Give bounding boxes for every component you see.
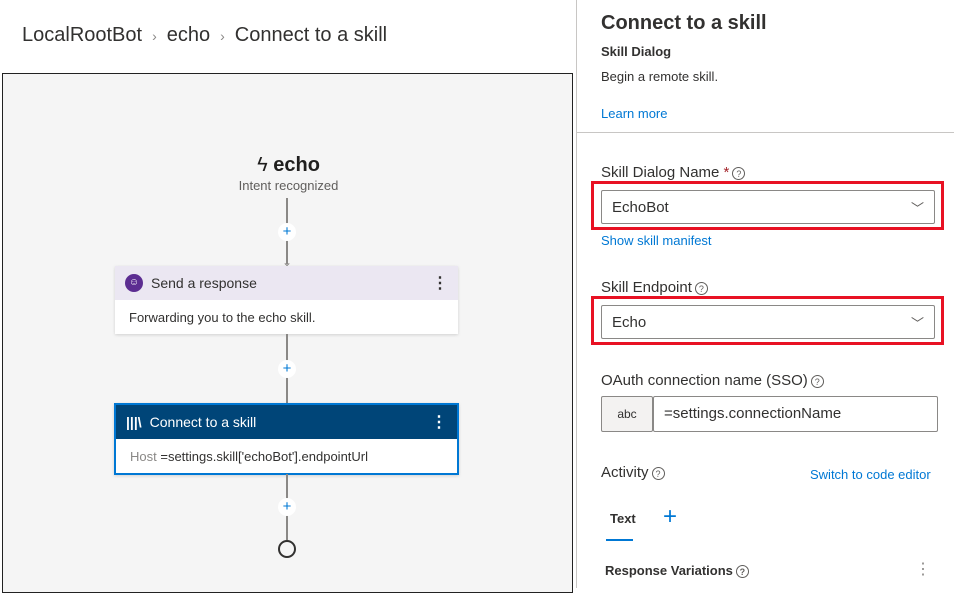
- add-node-button[interactable]: +: [278, 223, 296, 241]
- learn-more-link[interactable]: Learn more: [601, 106, 668, 121]
- add-node-button[interactable]: +: [278, 498, 296, 516]
- skill-endpoint-dropdown[interactable]: Echo﹀: [601, 305, 935, 339]
- activity-label: Activity?: [601, 464, 665, 481]
- bot-icon: ☺: [125, 274, 143, 292]
- show-skill-manifest-link[interactable]: Show skill manifest: [601, 233, 712, 248]
- help-icon[interactable]: ?: [732, 166, 746, 180]
- node-title: Connect to a skill: [149, 414, 257, 430]
- send-response-node[interactable]: ☺ Send a response ⋮ Forwarding you to th…: [115, 266, 458, 334]
- trigger-node[interactable]: ϟ echo Intent recognized: [3, 154, 574, 193]
- add-node-button[interactable]: +: [278, 360, 296, 378]
- breadcrumb-item[interactable]: echo: [166, 24, 211, 46]
- type-badge[interactable]: abc: [601, 396, 653, 432]
- highlight-box: [591, 296, 944, 345]
- node-body: Forwarding you to the echo skill.: [129, 309, 316, 325]
- breadcrumb-item[interactable]: LocalRootBot: [22, 24, 143, 46]
- help-icon[interactable]: ?: [735, 565, 749, 579]
- divider: [577, 132, 954, 133]
- skill-dialog-name-dropdown[interactable]: EchoBot﹀: [601, 190, 935, 224]
- chevron-right-icon: ›: [220, 27, 225, 44]
- panel-title: Connect to a skill: [601, 12, 767, 34]
- trigger-subtitle: Intent recognized: [238, 178, 339, 193]
- panel-subtitle: Skill Dialog: [601, 44, 672, 59]
- help-icon[interactable]: ?: [651, 466, 665, 480]
- lightning-icon: ϟ: [257, 154, 268, 176]
- response-variations-label: Response Variations?: [605, 563, 749, 579]
- more-options-icon[interactable]: ⋮: [432, 275, 448, 292]
- chevron-down-icon: ﹀: [910, 200, 924, 216]
- connect-skill-node[interactable]: |||\ Connect to a skill ⋮ Host =settings…: [114, 403, 459, 475]
- skill-dialog-name-label: Skill Dialog Name *?: [601, 164, 746, 181]
- trigger-title: echo: [273, 154, 320, 176]
- more-options-icon[interactable]: ⋮: [915, 561, 931, 578]
- node-title: Send a response: [151, 275, 257, 291]
- host-label: Host: [130, 448, 157, 464]
- switch-code-editor-link[interactable]: Switch to code editor: [810, 467, 931, 482]
- panel-description: Begin a remote skill.: [601, 69, 719, 84]
- oauth-label: OAuth connection name (SSO)?: [601, 372, 824, 389]
- properties-panel: Connect to a skill Skill Dialog Begin a …: [576, 0, 954, 588]
- chevron-down-icon: ﹀: [910, 315, 924, 331]
- more-options-icon[interactable]: ⋮: [431, 414, 447, 431]
- breadcrumb: LocalRootBot › echo › Connect to a skill: [22, 24, 387, 47]
- tab-underline: [606, 539, 633, 541]
- library-icon: |||\: [126, 414, 142, 430]
- help-icon[interactable]: ?: [694, 281, 708, 295]
- flow-canvas[interactable]: ϟ echo Intent recognized + ⌄ ☺ Send a re…: [2, 73, 573, 593]
- tab-text[interactable]: Text: [610, 511, 636, 526]
- breadcrumb-item[interactable]: Connect to a skill: [234, 24, 388, 46]
- add-tab-icon[interactable]: +: [663, 503, 678, 530]
- host-value: =settings.skill['echoBot'].endpointUrl: [160, 448, 369, 464]
- chevron-right-icon: ›: [152, 27, 157, 44]
- help-icon[interactable]: ?: [810, 374, 824, 388]
- oauth-input[interactable]: =settings.connectionName: [653, 396, 938, 432]
- end-node-icon: [278, 540, 296, 558]
- highlight-box: [591, 181, 944, 230]
- skill-endpoint-label: Skill Endpoint?: [601, 279, 708, 296]
- arrow-down-icon: ⌄: [281, 255, 293, 269]
